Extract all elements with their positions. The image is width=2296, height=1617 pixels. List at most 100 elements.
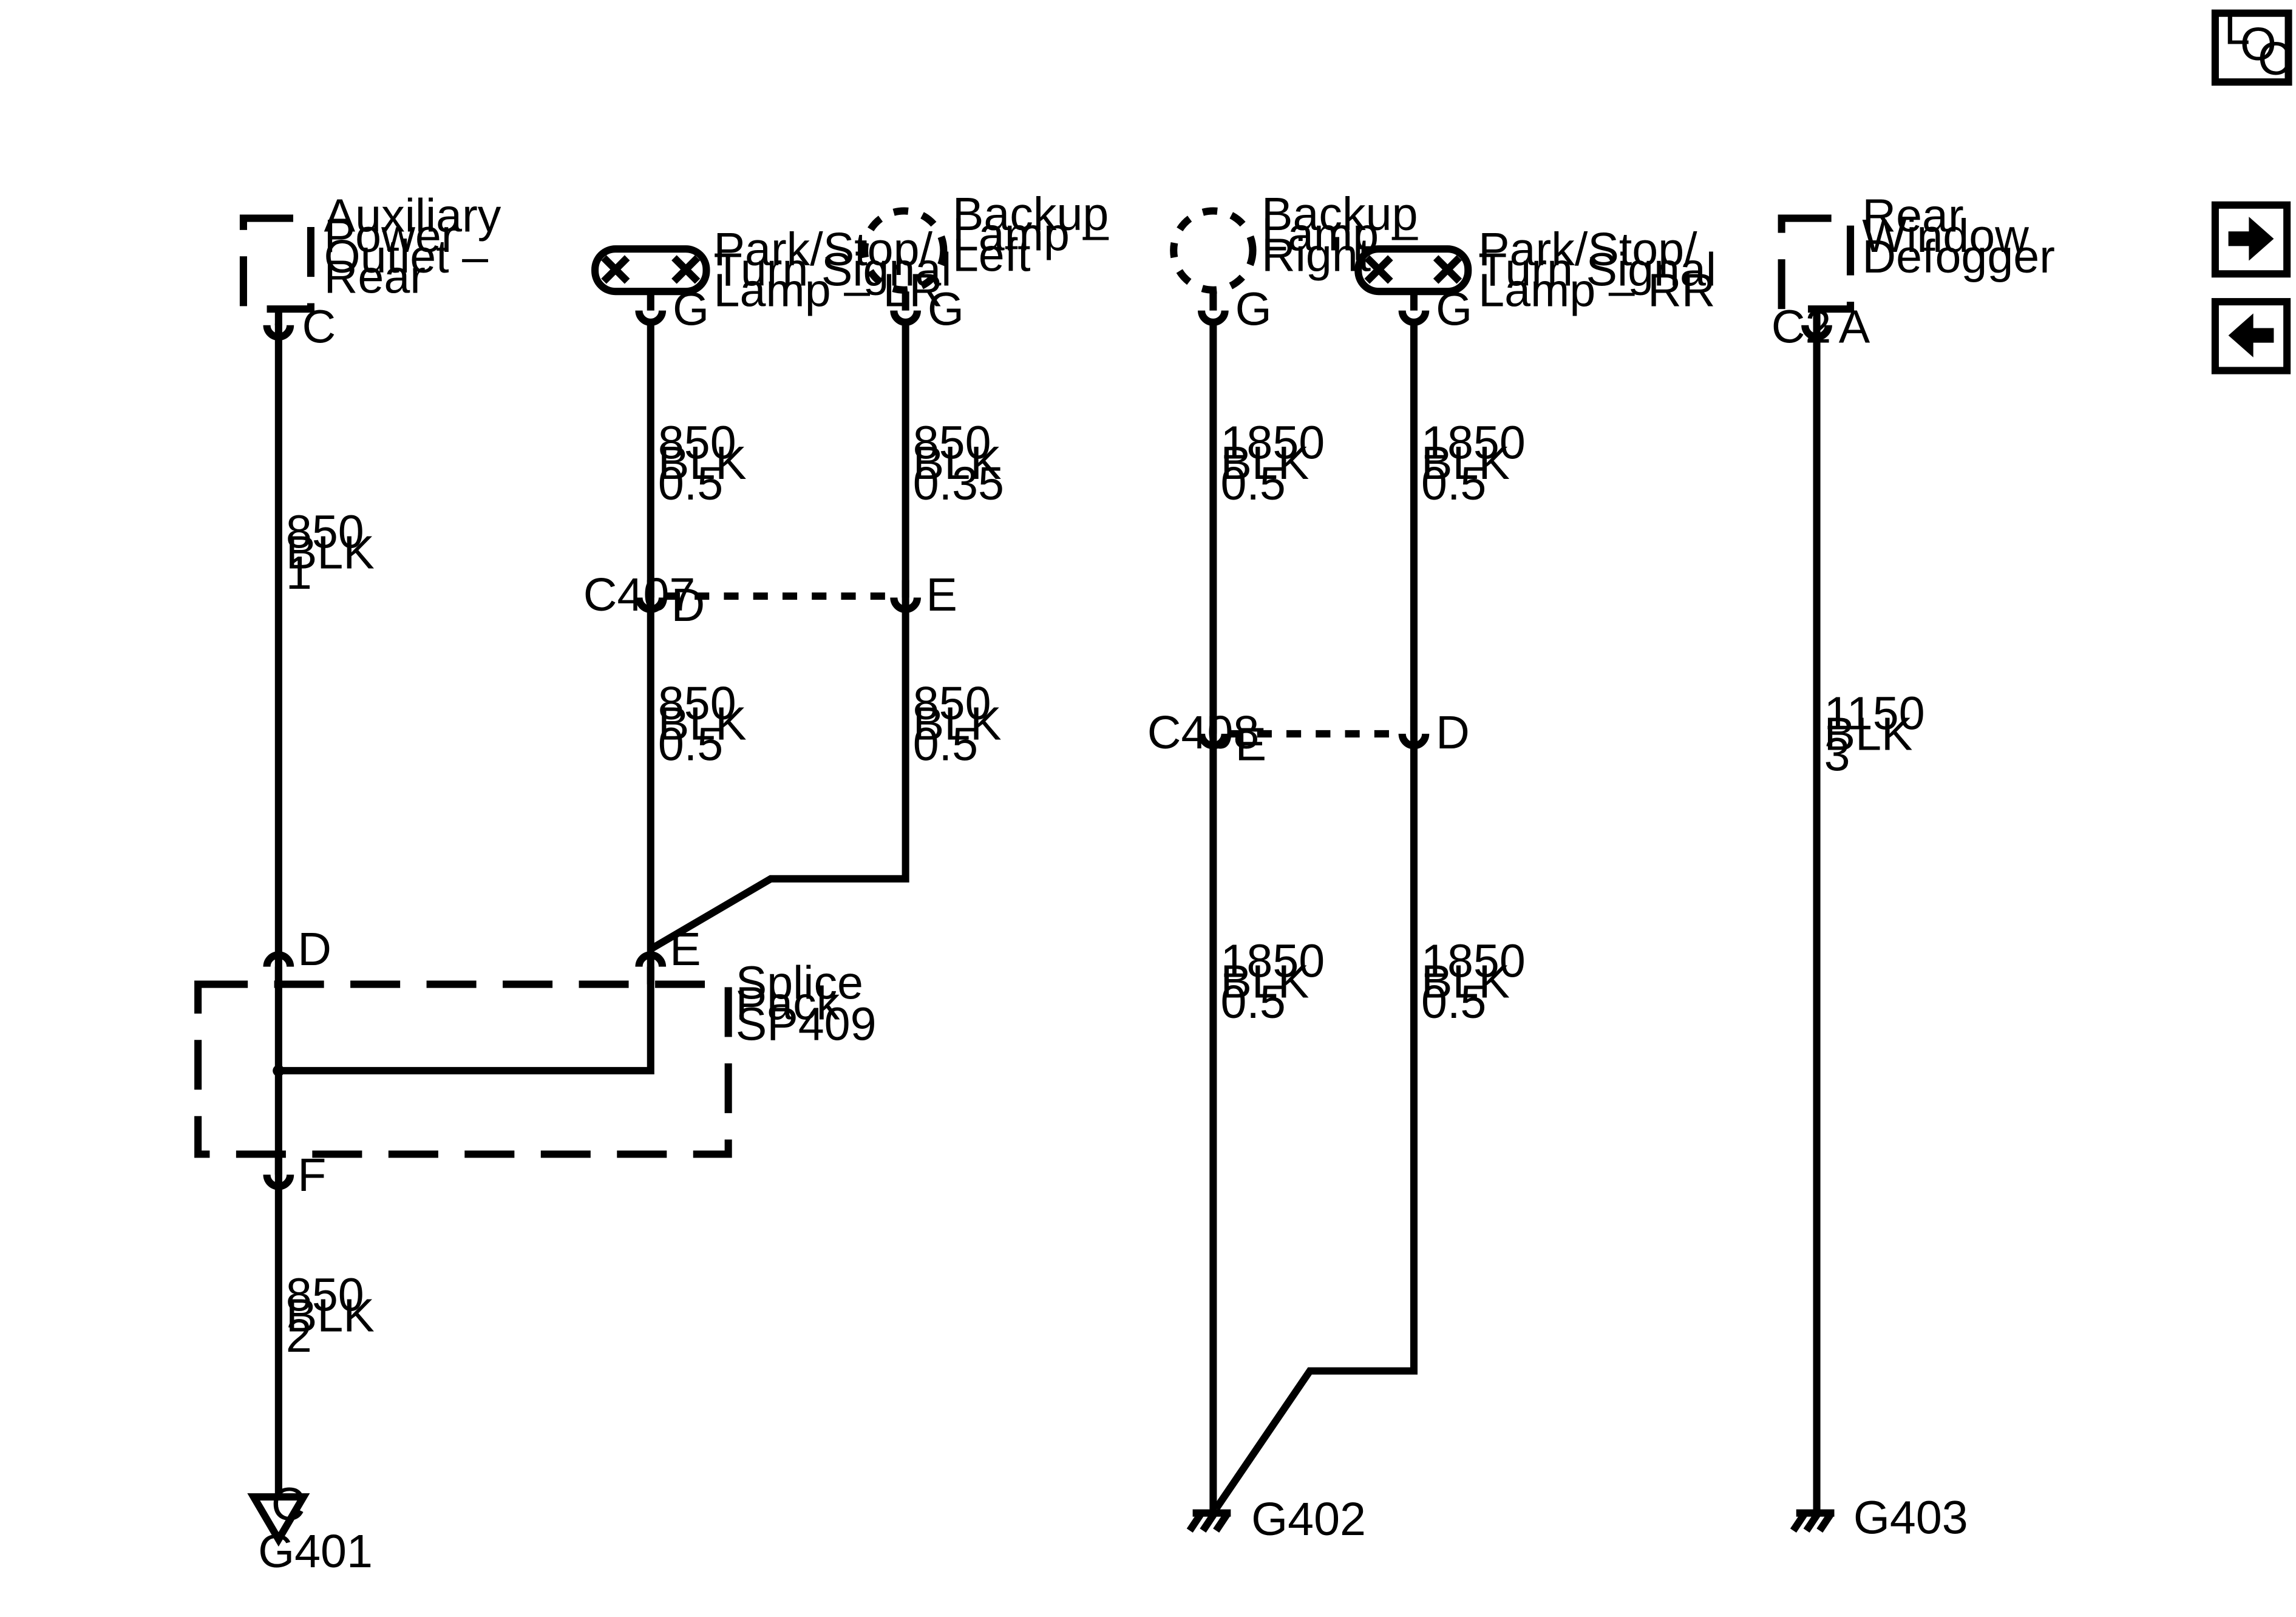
g401-label: G401: [258, 1525, 373, 1578]
wire-labels: 850 BLK 1 850 BLK 0.5 850 BLK 0.35 850 B…: [286, 416, 1925, 1362]
next-page-button[interactable]: [2211, 201, 2291, 278]
pin-defog-a: A: [1839, 301, 1870, 353]
pin-br-g: G: [1235, 283, 1272, 336]
wire-aux-gauge: 1: [286, 547, 312, 599]
g401-letter: C: [271, 1479, 305, 1531]
splice-label-3: SP409: [736, 998, 877, 1050]
lamp-rr: Park/Stop/ Turn Signal Lamp – RR: [1354, 223, 1716, 316]
loc-letter-l: L: [2224, 2, 2250, 54]
ground-g402: G402: [1186, 1493, 1366, 1545]
pin-c408-d: D: [1436, 707, 1470, 759]
lamp-lr: Park/Stop/ Turn Signal Lamp – LR: [591, 223, 952, 316]
wire-aux-color: BLK: [286, 526, 375, 578]
wire-gnd-circuit: 850: [286, 1269, 364, 1321]
wire-rr-bot-color: BLK: [1421, 955, 1510, 1008]
g402-label: G402: [1251, 1493, 1366, 1545]
wires: [273, 322, 1821, 1513]
wire-bl-bot-circuit: 850: [913, 677, 991, 730]
wire-defog-gauge: 3: [1824, 728, 1850, 781]
splice-pack-sp409: Splice Pack SP409: [194, 957, 877, 1158]
terminal-c407-e: [890, 580, 921, 613]
terminal-sp-f: [263, 1155, 294, 1190]
lamp-lr-bulb-icon: [601, 255, 701, 284]
connector-c2: C2: [1771, 301, 1832, 353]
wire-rr-bot-circuit: 1850: [1421, 935, 1526, 988]
wire-br-bot-color: BLK: [1220, 955, 1309, 1008]
terminal-c407-d: [635, 580, 667, 613]
chassis-ground-icon: [1186, 1509, 1231, 1533]
terminal-br-g: [1198, 291, 1229, 326]
wire-backup-left: [648, 322, 909, 952]
loc-letter-o: O: [2240, 18, 2277, 70]
lamp-rr-label-3: Lamp – RR: [1478, 264, 1715, 316]
rear-window-defogger: Rear Window Defogger: [1778, 189, 2055, 313]
terminal-rr-g: [1398, 291, 1430, 326]
pin-aux-c: C: [302, 301, 336, 353]
pin-sp-d: D: [297, 923, 331, 975]
wire-aux-circuit: 850: [286, 506, 364, 558]
wire-rr: [1213, 322, 1418, 1511]
wire-rr-top-color: BLK: [1421, 437, 1510, 489]
ground-g401: C G401: [247, 1479, 373, 1578]
connector-c408: C408: [1147, 707, 1260, 759]
wire-lr-top-circuit: 850: [658, 416, 736, 469]
wire-br-top-gauge: 0.5: [1220, 458, 1285, 510]
terminal-bl-g: [890, 291, 921, 326]
arrow-left-icon: [2228, 313, 2274, 358]
wire-defog-circuit: 1150: [1824, 688, 1925, 740]
wire-br-bot-gauge: 0.5: [1220, 976, 1285, 1028]
case-ground-icon: [247, 1493, 310, 1547]
wire-lr-bot-circuit: 850: [658, 677, 736, 730]
loc-button[interactable]: L O C: [2211, 2, 2292, 86]
terminal-aux-c: [263, 309, 294, 341]
terminal-c408-e: [1198, 716, 1229, 750]
wire-br-top-color: BLK: [1220, 437, 1309, 489]
backup-left-label-1: Backup: [953, 188, 1109, 240]
terminal-sp-e: [635, 951, 667, 985]
wire-defog-color: BLK: [1824, 708, 1913, 760]
wire-rr-bot-gauge: 0.5: [1421, 976, 1486, 1028]
backup-lamp-left: Backup Lamp – Left: [861, 188, 1109, 294]
defogger-label-1: Rear: [1862, 189, 1963, 242]
wire-bl-bot-gauge: 0.5: [913, 718, 978, 770]
chassis-ground-icon: [1790, 1509, 1835, 1533]
backup-left-label-2: Lamp –: [953, 209, 1109, 261]
aux-power-outlet: Auxiliary Power Outlet – Rear: [239, 189, 501, 313]
pin-lr-g: G: [673, 283, 709, 336]
wire-bl-top-circuit: 850: [913, 416, 991, 469]
wire-gnd-gauge: 2: [286, 1310, 312, 1362]
terminal-lr-g: [635, 291, 667, 326]
lamp-lr-label-2: Turn Signal: [714, 244, 952, 296]
connector-c407: C407: [583, 569, 696, 621]
wire-lr-bot-color: BLK: [658, 698, 747, 750]
pin-bl-g: G: [928, 283, 964, 336]
terminal-c408-d: [1398, 716, 1430, 750]
splice-label-1: Splice: [736, 957, 863, 1009]
g403-label: G403: [1853, 1491, 1968, 1544]
defogger-label-3: Defogger: [1862, 231, 2055, 283]
lamp-rr-bulb-icon: [1364, 255, 1462, 284]
wire-gnd-color: BLK: [286, 1289, 375, 1341]
wire-lr-top-color: BLK: [658, 437, 747, 489]
lamp-rr-label-2: Turn Signal: [1478, 244, 1716, 296]
pin-c407-e: E: [926, 569, 957, 621]
prev-page-button[interactable]: [2211, 298, 2291, 375]
wire-rr-top-gauge: 0.5: [1421, 458, 1486, 510]
splice-node: [273, 1065, 285, 1077]
lamp-lr-label-1: Park/Stop/: [714, 223, 933, 276]
wire-bl-top-gauge: 0.35: [913, 458, 1004, 510]
backup-lamp-right: Backup Lamp – Right: [1170, 188, 1418, 294]
backup-left-label-3: Left: [953, 229, 1031, 281]
aux-outlet-label-2: Power: [324, 210, 457, 262]
pin-sp-f: F: [297, 1149, 326, 1201]
wire-bl-top-color: BLK: [913, 437, 1002, 489]
aux-outlet-label-3: Outlet –: [324, 231, 488, 283]
wire-br-top-circuit: 1850: [1220, 416, 1325, 469]
pin-rr-g: G: [1436, 283, 1472, 336]
backup-right-label-3: Right: [1262, 229, 1371, 281]
connector-terminals: [263, 291, 1832, 1190]
aux-outlet-label-4: Rear: [324, 251, 426, 303]
wire-bl-bot-color: BLK: [913, 698, 1002, 750]
aux-outlet-label-1: Auxiliary: [324, 189, 501, 242]
